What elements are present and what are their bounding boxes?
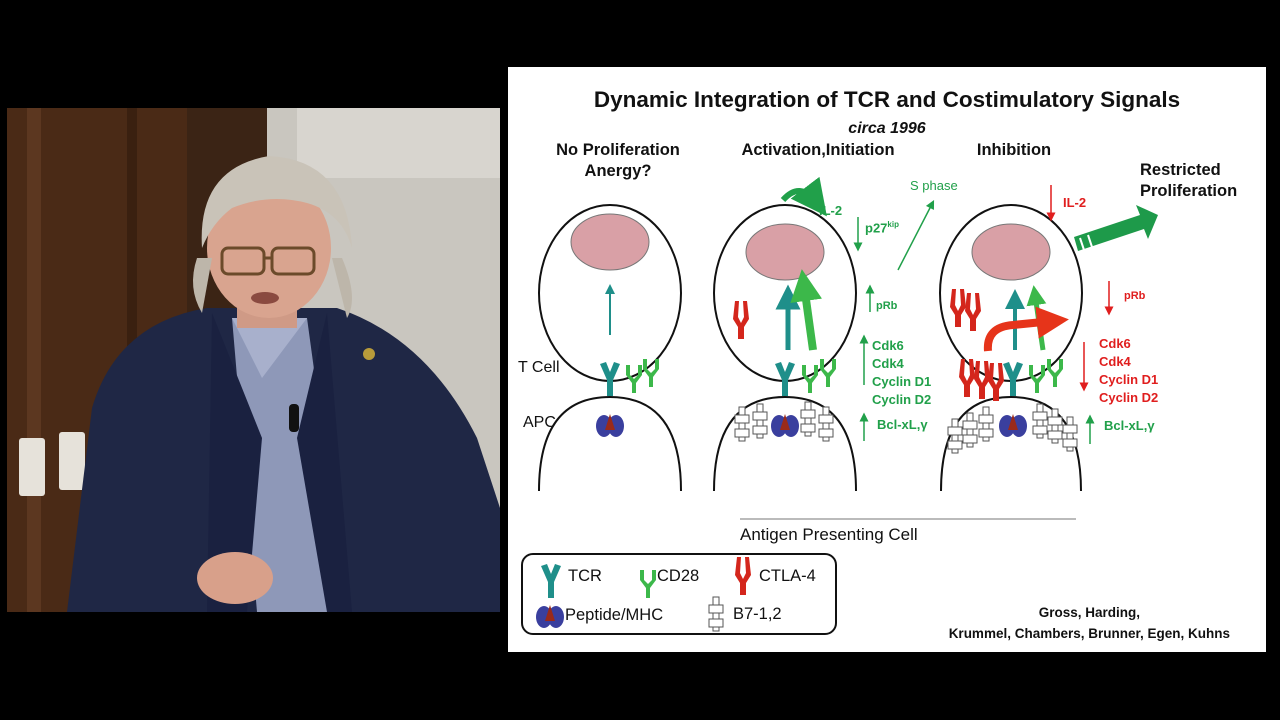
- b7-2c: [800, 401, 816, 437]
- restricted-proliferation-arrow: [1074, 205, 1158, 251]
- apc-2: [713, 395, 857, 492]
- apc-1: [538, 395, 682, 492]
- legend-cd28-icon: [640, 570, 656, 598]
- b7-3b: [962, 412, 978, 448]
- legend-ctla4-icon: [735, 557, 751, 595]
- legend-peptide-mhc: Peptide/MHC: [565, 606, 664, 624]
- act-cdk4: Cdk4: [872, 356, 904, 371]
- inh-cdk6: Cdk6: [1099, 336, 1131, 351]
- restricted-line2: Proliferation: [1140, 182, 1238, 200]
- b7-3c: [978, 406, 994, 442]
- mhc-2: [771, 414, 799, 437]
- legend-ctla4: CTLA-4: [759, 567, 816, 585]
- legend-tcr: TCR: [568, 567, 602, 585]
- b7-2a: [734, 406, 750, 442]
- act-p27-sup: kip: [887, 220, 899, 229]
- credits-line1: Gross, Harding,: [1038, 605, 1140, 620]
- inh-cdk4: Cdk4: [1099, 354, 1131, 369]
- inh-cyclin-d2: Cyclin D2: [1099, 390, 1159, 405]
- col1-heading: No Proliferation Anergy?: [528, 140, 708, 182]
- legend-cd28: CD28: [657, 567, 700, 585]
- il2-loop-arrow: [780, 176, 827, 217]
- s-phase-arrow: [897, 199, 935, 271]
- legend-box: TCR CD28 CTLA-4 Peptide/MHC B7-1,2: [521, 553, 837, 635]
- inh-cdk-list: Cdk6 Cdk4 Cyclin D1 Cyclin D2: [1099, 335, 1158, 407]
- mhc-3: [999, 414, 1027, 437]
- presentation-slide: Dynamic Integration of TCR and Costimula…: [508, 67, 1266, 652]
- signaling-diagram: [538, 176, 1158, 520]
- speaker-video: [7, 108, 500, 612]
- b7-2b: [752, 403, 768, 439]
- b7-3d: [1032, 403, 1048, 439]
- cd28-signal-arrow-2: [790, 269, 823, 351]
- b7-3e: [1047, 408, 1063, 444]
- nucleus-1: [570, 213, 650, 271]
- slide-title: Dynamic Integration of TCR and Costimula…: [593, 87, 1181, 112]
- nucleus-3: [971, 223, 1051, 281]
- act-s-phase: S phase: [910, 178, 958, 193]
- speaker-image: [7, 108, 500, 612]
- legend-tcr-icon: [541, 564, 561, 598]
- slide-credits: Gross, Harding, Krummel, Chambers, Brunn…: [949, 602, 1230, 644]
- act-prb: pRb: [876, 300, 898, 312]
- inh-il2: IL-2: [1063, 195, 1087, 210]
- inh-prb: pRb: [1124, 290, 1146, 302]
- restricted-proliferation-label: Restricted Proliferation: [1140, 160, 1266, 202]
- apc-label: APC: [523, 414, 556, 431]
- nucleus-2: [745, 223, 825, 281]
- restricted-line1: Restricted: [1140, 161, 1221, 179]
- col2-heading: Activation,Initiation: [741, 141, 895, 159]
- col3-heading: Inhibition: [976, 141, 1052, 159]
- act-p27: p27kip: [865, 220, 899, 235]
- antigen-presenting-cell-caption: Antigen Presenting Cell: [740, 525, 918, 544]
- act-p27-text: p27: [865, 220, 888, 236]
- act-bcl: Bcl-xL,γ: [877, 417, 928, 432]
- col1-heading-line2: Anergy?: [584, 162, 652, 180]
- act-cyclin-d2: Cyclin D2: [872, 392, 932, 407]
- act-cdk-list: Cdk6 Cdk4 Cyclin D1 Cyclin D2: [872, 337, 931, 409]
- credits-line2: Krummel, Chambers, Brunner, Egen, Kuhns: [948, 626, 1230, 641]
- inh-cyclin-d1: Cyclin D1: [1099, 372, 1159, 387]
- tcell-label: T Cell: [518, 359, 560, 376]
- inh-bcl: Bcl-xL,γ: [1104, 418, 1155, 433]
- act-cdk6: Cdk6: [872, 338, 904, 353]
- legend-b7-icon: [708, 596, 724, 632]
- act-il2: IL-2: [819, 203, 843, 218]
- ctla4-3a: [959, 359, 975, 397]
- act-cyclin-d1: Cyclin D1: [872, 374, 932, 389]
- slide-subtitle: circa 1996: [848, 120, 926, 137]
- inhibition-arrow: [983, 306, 1069, 352]
- mhc-1: [596, 414, 624, 437]
- legend-mhc-icon: [536, 605, 564, 628]
- legend-b7: B7-1,2: [733, 605, 782, 623]
- col1-heading-line1: No Proliferation: [556, 141, 680, 159]
